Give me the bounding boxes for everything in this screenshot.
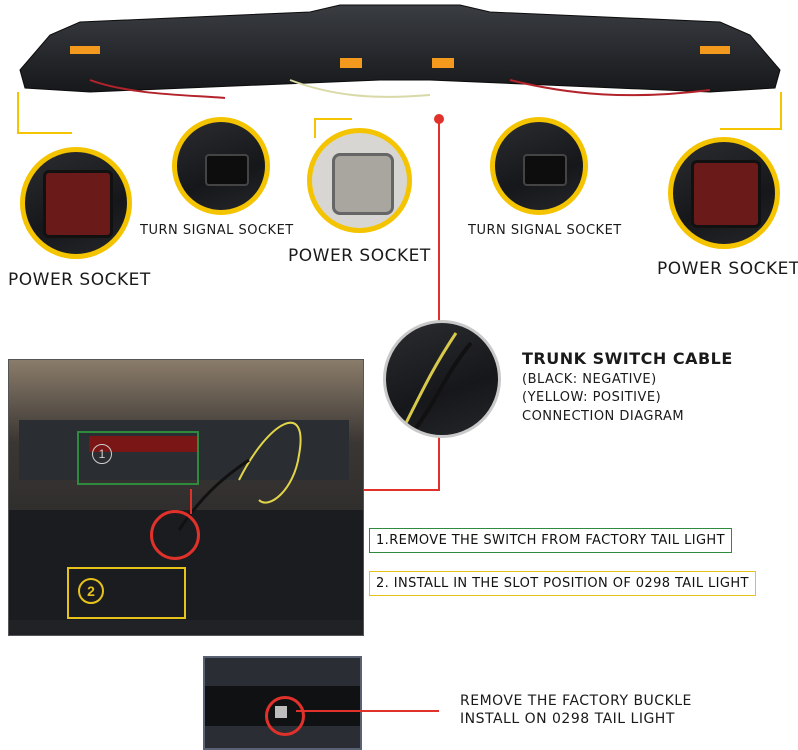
- cable-illustration: [404, 332, 473, 430]
- leader-center-horizontal: [314, 118, 352, 120]
- leader-left-vertical: [17, 92, 19, 134]
- step2-marker: 2: [78, 578, 104, 604]
- bottom-note-line2: INSTALL ON 0298 TAIL LIGHT: [460, 711, 675, 727]
- connector-left: [205, 154, 249, 186]
- buckle-part: [275, 706, 287, 718]
- trunk-switch-title: TRUNK SWITCH CABLE: [522, 349, 733, 368]
- trunk-switch-line1: (BLACK: NEGATIVE): [522, 372, 657, 387]
- label-power-socket-center: POWER SOCKET: [288, 246, 431, 266]
- wires-illustration: [177, 421, 302, 531]
- step2-label: 2. INSTALL IN THE SLOT POSITION OF 0298 …: [369, 571, 756, 596]
- socket-plug-left: [43, 170, 113, 238]
- connector-right: [523, 154, 567, 186]
- step1-label: 1.REMOVE THE SWITCH FROM FACTORY TAIL LI…: [369, 528, 732, 553]
- power-socket-right-photo: [668, 137, 780, 249]
- tail-light-bar-illustration: [19, 4, 781, 99]
- power-socket-left-photo: [20, 147, 132, 259]
- trunk-switch-line2: (YELLOW: POSITIVE): [522, 390, 662, 405]
- trunk-switch-line3: CONNECTION DIAGRAM: [522, 409, 685, 424]
- socket-plug-right: [691, 160, 761, 228]
- label-turn-signal-right: TURN SIGNAL SOCKET: [468, 223, 622, 238]
- factory-buckle-photo: [203, 656, 362, 750]
- bottom-note-line1: REMOVE THE FACTORY BUCKLE: [460, 693, 692, 709]
- leader-left-horizontal: [17, 132, 72, 134]
- label-power-socket-right: POWER SOCKET: [657, 259, 798, 279]
- step1-highlight-box: [77, 431, 199, 485]
- buckle-red-circle: [265, 696, 305, 736]
- turn-signal-right-photo: [490, 117, 588, 215]
- callout-line-to-circle: [190, 489, 192, 514]
- brake-light-strip: [89, 436, 199, 452]
- leader-right-vertical: [780, 92, 782, 130]
- step1-marker: 1: [92, 444, 112, 464]
- label-power-socket-left: POWER SOCKET: [8, 270, 151, 290]
- socket-plug-center: [332, 153, 394, 215]
- callout-dot-top: [434, 114, 444, 124]
- switch-red-circle: [150, 510, 200, 560]
- leader-center-vertical: [314, 118, 316, 138]
- step2-highlight-box: [67, 567, 186, 619]
- power-socket-center-photo: [307, 128, 412, 233]
- installation-photo: [8, 359, 364, 636]
- label-turn-signal-left: TURN SIGNAL SOCKET: [140, 223, 294, 238]
- leader-right-horizontal: [720, 128, 782, 130]
- trunk-switch-cable-photo: [383, 320, 501, 438]
- callout-line-vertical: [438, 120, 440, 490]
- tail-light-bar-photo: [10, 0, 790, 100]
- buckle-callout-line: [296, 710, 439, 712]
- turn-signal-left-photo: [172, 117, 270, 215]
